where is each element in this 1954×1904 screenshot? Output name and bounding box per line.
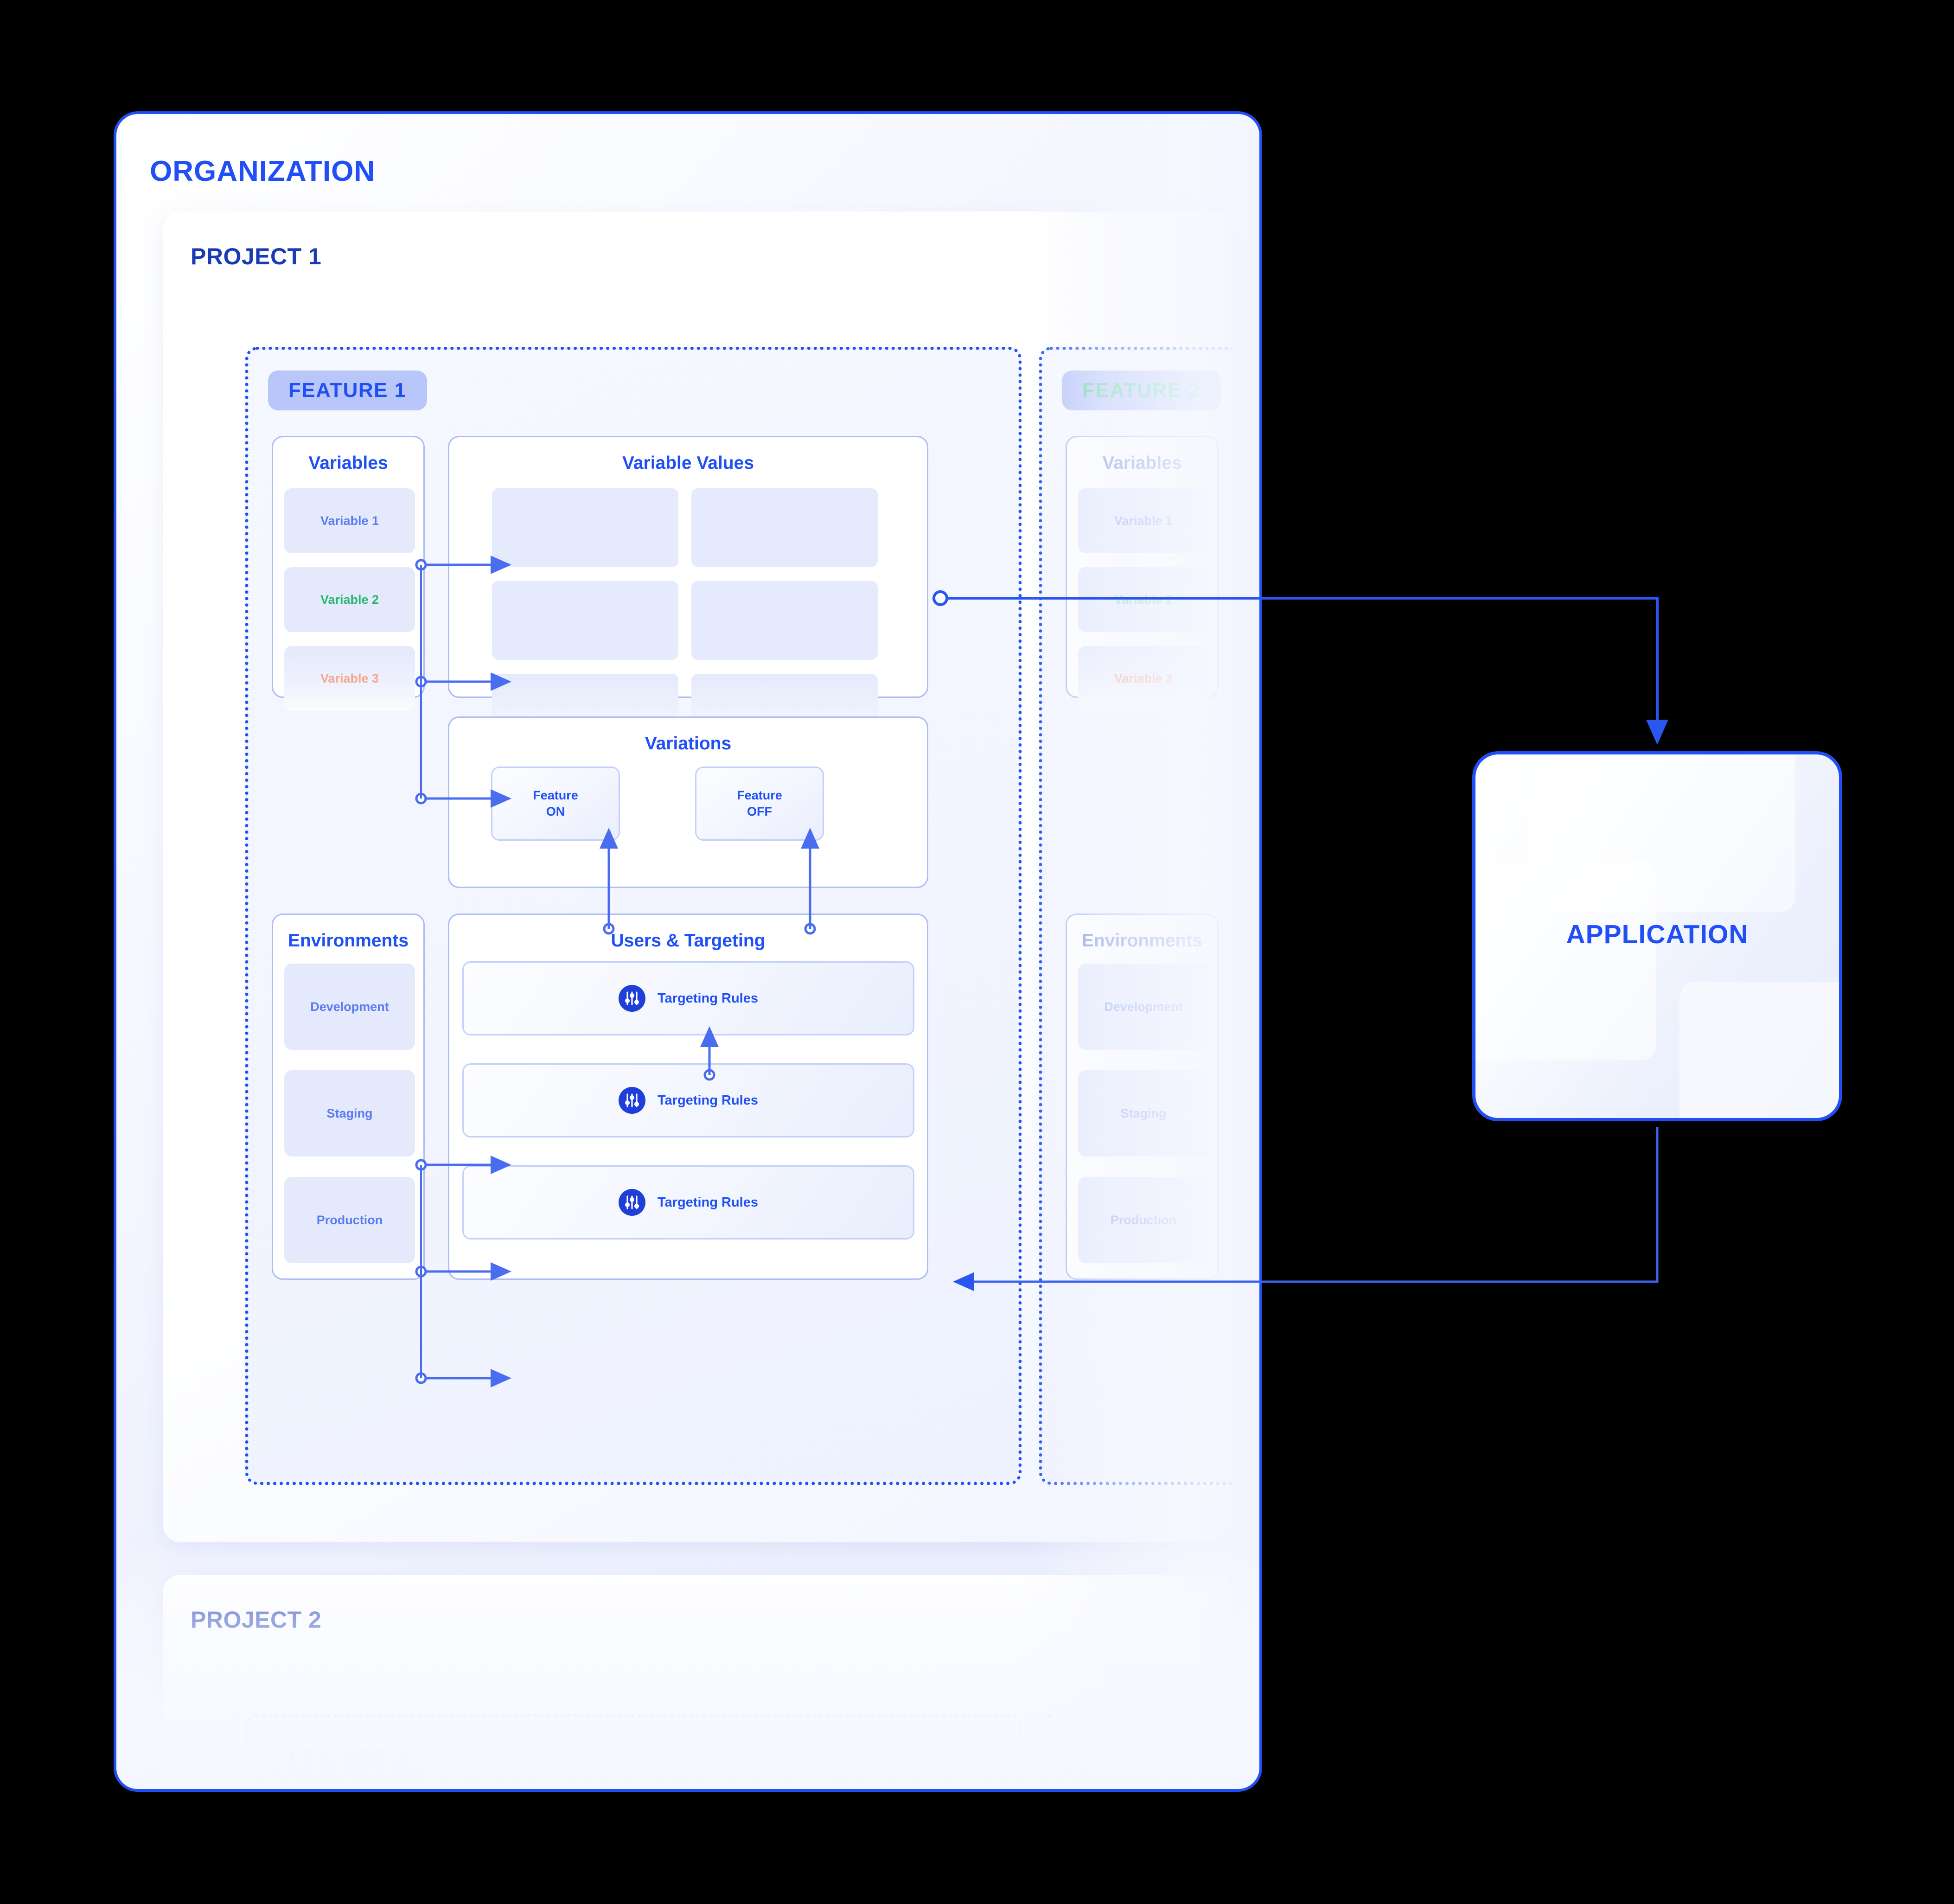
sliders-icon	[619, 985, 645, 1012]
environment-chip-production[interactable]: Production	[284, 1177, 415, 1263]
environment-chip-development[interactable]: Development	[1078, 964, 1209, 1050]
users-targeting-panel-title: Users & Targeting	[611, 931, 766, 951]
variable-chip-1[interactable]: Variable 1	[284, 488, 415, 553]
variation-line-1: Feature	[737, 788, 782, 803]
targeting-rule-label: Targeting Rules	[658, 1093, 758, 1108]
project-1-card: PROJECT 1 FEATURE 1 Variables Variable 1…	[163, 211, 1232, 1542]
decorative-shape	[1679, 982, 1839, 1118]
environment-chip-production[interactable]: Production	[1078, 1177, 1209, 1263]
variable-values-panel: Variable Values	[448, 436, 928, 753]
feature-2-box: FEATURE 2	[1039, 1714, 1232, 1789]
feature-2-pill[interactable]: FEATURE 2	[1062, 1738, 1221, 1777]
environment-chip-staging[interactable]: Staging	[1078, 1070, 1209, 1156]
environment-chip-staging[interactable]: Staging	[284, 1070, 415, 1156]
decorative-shape	[1475, 861, 1656, 1061]
variable-chip-2[interactable]: Variable 2	[284, 567, 415, 632]
project-2-title: PROJECT 2	[191, 1607, 322, 1633]
variations-panel-title: Variations	[645, 734, 732, 754]
variable-chip-3[interactable]: Variable 3	[284, 646, 415, 711]
project-2-card: PROJECT 2 FEATURE 1 FEATURE 2	[163, 1575, 1232, 1789]
project-1-title: PROJECT 1	[191, 243, 322, 269]
sliders-icon	[619, 1189, 645, 1216]
application-title: APPLICATION	[1566, 920, 1749, 949]
variations-panel: Variations Feature ON Feature OFF	[448, 716, 928, 888]
sliders-icon	[619, 1087, 645, 1114]
feature-1-box: FEATURE 1 Variables Variable 1 Variable …	[245, 347, 1022, 1485]
value-box[interactable]	[691, 581, 878, 660]
variables-panel-title: Variables	[1102, 453, 1182, 473]
targeting-rule-row[interactable]: Targeting Rules	[462, 1063, 914, 1137]
value-box[interactable]	[492, 488, 678, 567]
targeting-rule-label: Targeting Rules	[658, 990, 758, 1006]
application-card: APPLICATION	[1472, 751, 1842, 1121]
feature-2-box: FEATURE 2 Variables Variable 1 Variable …	[1039, 347, 1232, 1485]
environments-panel-title: Environments	[287, 931, 409, 951]
environments-panel-title: Environments	[1081, 931, 1203, 951]
environment-chip-development[interactable]: Development	[284, 964, 415, 1050]
targeting-rule-row[interactable]: Targeting Rules	[462, 961, 914, 1035]
feature-1-pill[interactable]: FEATURE 1	[268, 371, 427, 410]
environments-panel: Environments Development Staging Product…	[272, 914, 425, 1280]
variable-chip-2[interactable]: Variable 2	[1078, 567, 1209, 632]
variation-line-2: OFF	[747, 805, 772, 818]
variables-panel: Variables Variable 1 Variable 2 Variable…	[272, 436, 425, 711]
variables-panel: Variables Variable 1 Variable 2 Variable…	[1066, 436, 1219, 711]
variation-line-2: ON	[546, 805, 565, 818]
targeting-rule-label: Targeting Rules	[658, 1195, 758, 1210]
feature-1-pill[interactable]: FEATURE 1	[268, 1738, 427, 1777]
organization-title: ORGANIZATION	[150, 155, 376, 187]
variable-chip-3[interactable]: Variable 3	[1078, 646, 1209, 711]
environments-panel: Environments Development Staging Product…	[1066, 914, 1219, 1280]
value-box[interactable]	[691, 488, 878, 567]
variable-chip-1[interactable]: Variable 1	[1078, 488, 1209, 553]
variation-feature-off[interactable]: Feature OFF	[695, 767, 824, 841]
feature-2-pill[interactable]: FEATURE 2	[1062, 371, 1221, 410]
feature-1-box: FEATURE 1	[245, 1714, 1022, 1789]
variables-panel-title: Variables	[308, 453, 388, 473]
variation-feature-on[interactable]: Feature ON	[491, 767, 620, 841]
organization-card: ORGANIZATION PROJECT 1 FEATURE 1 Variabl…	[114, 111, 1262, 1792]
users-targeting-panel: Users & Targeting	[448, 914, 928, 1280]
variable-values-panel-title: Variable Values	[622, 453, 754, 473]
targeting-rule-row[interactable]: Targeting Rules	[462, 1165, 914, 1240]
value-box[interactable]	[492, 581, 678, 660]
variation-line-1: Feature	[533, 788, 578, 803]
